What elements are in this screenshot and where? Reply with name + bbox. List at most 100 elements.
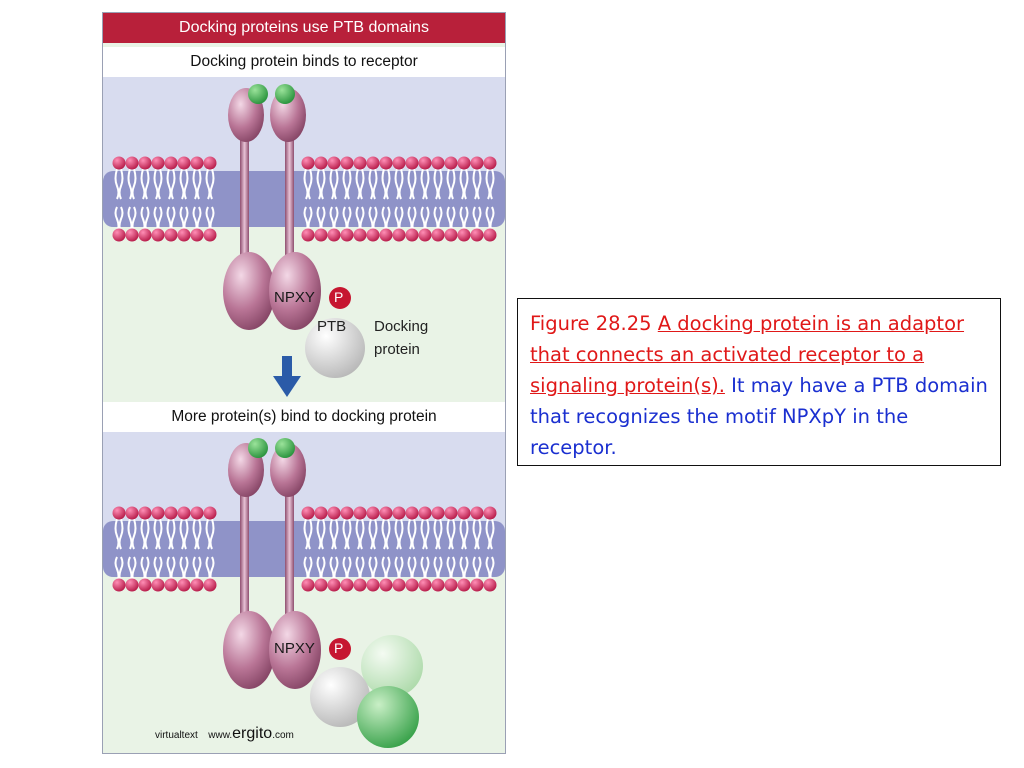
lipid-tail	[346, 556, 352, 582]
lipid-tail	[346, 518, 352, 550]
lipid-head	[164, 578, 178, 592]
membrane-top	[103, 156, 505, 242]
lipid-tail	[381, 556, 387, 582]
lipid-tail	[472, 168, 478, 200]
lipid-tail	[170, 168, 176, 200]
figure-title: Docking proteins use PTB domains	[103, 13, 505, 43]
lipid-tail	[368, 556, 374, 582]
lipid-tail	[424, 518, 430, 550]
lipid-tail	[179, 556, 185, 582]
lipid-tail	[118, 168, 124, 200]
lipid-head	[301, 156, 315, 170]
lipid-tail	[342, 168, 348, 200]
lipid-tail	[424, 168, 430, 200]
lipid-tail	[196, 168, 202, 200]
lipid-tail	[450, 518, 456, 550]
lipid-tail	[118, 206, 124, 232]
lipid-tail	[472, 556, 478, 582]
lipid-tail	[381, 518, 387, 550]
lipid-tail	[209, 206, 215, 232]
lipid-head	[457, 578, 471, 592]
phospho-label: P	[334, 289, 344, 305]
lipid-tail	[355, 518, 361, 550]
lipid-tail	[209, 518, 215, 550]
lipid-tail	[398, 168, 404, 200]
lipid-tail	[303, 206, 309, 232]
lipid-tail	[368, 206, 374, 232]
lipid-tail	[472, 518, 478, 550]
lipid-head	[366, 156, 380, 170]
lipid-tail	[170, 518, 176, 550]
lipid-tail	[118, 518, 124, 550]
lipid-head	[314, 578, 328, 592]
caption-title: A docking protein is an adaptor that con…	[530, 312, 965, 397]
lipid-tail	[450, 206, 456, 232]
lipid-tail	[411, 206, 417, 232]
lipid-tail	[346, 168, 352, 200]
lipid-head	[444, 228, 458, 242]
lipid-tail	[307, 518, 313, 550]
lipid-tail	[153, 168, 159, 200]
lipid-tail	[170, 206, 176, 232]
down-arrow-icon	[273, 356, 301, 397]
lipid-tail	[355, 556, 361, 582]
lipid-tail	[394, 518, 400, 550]
lipid-head	[353, 578, 367, 592]
lipid-head	[392, 578, 406, 592]
lipid-tail	[450, 556, 456, 582]
lipid-tail	[420, 168, 426, 200]
lipid-tail	[179, 168, 185, 200]
lipid-tail	[342, 206, 348, 232]
lipid-tail	[381, 168, 387, 200]
lipid-tail	[192, 168, 198, 200]
lipid-tail	[411, 168, 417, 200]
lipid-head	[190, 156, 204, 170]
lipid-tail	[144, 556, 150, 582]
lipid-head	[203, 506, 217, 520]
lipid-tail	[170, 556, 176, 582]
panel-top-title: Docking protein binds to receptor	[103, 47, 505, 77]
lipid-tail	[476, 206, 482, 232]
lipid-head	[457, 156, 471, 170]
lipid-tail	[437, 168, 443, 200]
lipid-tail	[485, 168, 491, 200]
lipid-head	[483, 156, 497, 170]
lipid-tail	[355, 168, 361, 200]
lipid-head	[418, 506, 432, 520]
lipid-tail	[192, 556, 198, 582]
lipid-head	[203, 156, 217, 170]
lipid-tail	[303, 518, 309, 550]
docking-label-line2: protein	[374, 341, 420, 358]
lipid-head	[164, 228, 178, 242]
lipid-tail	[459, 206, 465, 232]
lipid-tail	[437, 556, 443, 582]
lipid-tail	[489, 556, 495, 582]
lipid-head	[483, 578, 497, 592]
lipid-tail	[196, 206, 202, 232]
lipid-tail	[407, 168, 413, 200]
lipid-head	[366, 506, 380, 520]
npxy-label: NPXY	[274, 289, 315, 306]
lipid-tail	[385, 518, 391, 550]
lipid-tail	[424, 206, 430, 232]
lipid-tail	[342, 556, 348, 582]
lipid-tail	[407, 556, 413, 582]
figure-panel: Docking proteins use PTB domains Docking…	[102, 12, 506, 754]
lipid-head	[405, 228, 419, 242]
lipid-tail	[166, 206, 172, 232]
lipid-tail	[127, 518, 133, 550]
lipid-tail	[381, 206, 387, 232]
lipid-tail	[372, 518, 378, 550]
lipid-tail	[463, 206, 469, 232]
lipid-tail	[407, 518, 413, 550]
lipid-tail	[166, 518, 172, 550]
lipid-tail	[359, 168, 365, 200]
credit-www: www.	[208, 730, 233, 741]
lipid-tail	[368, 168, 374, 200]
lipid-head	[470, 578, 484, 592]
lipid-tail	[372, 168, 378, 200]
lipid-tail	[342, 518, 348, 550]
lipid-tail	[157, 168, 163, 200]
lipid-head	[457, 228, 471, 242]
lipid-tail	[131, 518, 137, 550]
